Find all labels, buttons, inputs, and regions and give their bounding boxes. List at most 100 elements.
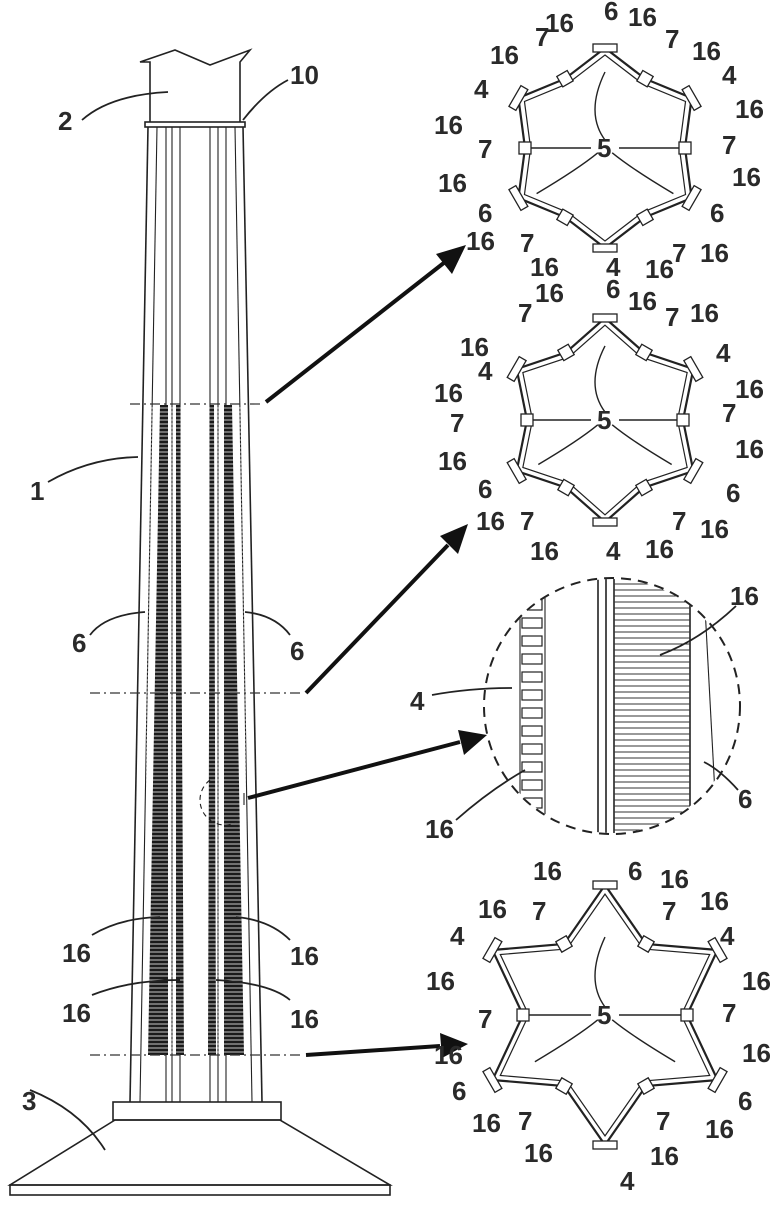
detail-circle-small (199, 779, 241, 826)
section-top-label-10: 16 (735, 94, 764, 124)
section-middle-connector-bracket (676, 413, 690, 427)
top-cap (144, 121, 246, 128)
section-middle-connector-bracket (556, 478, 576, 497)
tower-outer-right (242, 126, 263, 1103)
section-top-label-1: 16 (545, 8, 574, 38)
section-middle-fin-plate (506, 355, 528, 383)
section-middle-fin-plate (592, 517, 618, 527)
section-middle-label-20: 16 (700, 514, 729, 544)
section-top-connector-bracket (555, 69, 575, 88)
leader-lines (29, 79, 739, 1151)
label-16-d: 16 (290, 1004, 319, 1034)
section-top-label-14: 16 (732, 162, 761, 192)
section-bottom-label-3: 16 (478, 894, 507, 924)
cross-sections: 555 (482, 43, 728, 1150)
section-middle-label-5: 16 (690, 298, 719, 328)
section-top-label-12: 7 (722, 130, 736, 160)
section-bottom-label-19: 7 (656, 1106, 670, 1136)
section-bottom-label-4: 7 (532, 896, 546, 926)
section-middle-label-21: 16 (530, 536, 559, 566)
detail-outer-wall (702, 579, 719, 833)
section-top-label-22: 16 (645, 254, 674, 284)
section-middle-label-2: 16 (535, 278, 564, 308)
section-middle-fin-plate (682, 355, 704, 383)
section-bottom-label-1: 6 (628, 856, 642, 886)
section-middle-label-0: 6 (606, 274, 620, 304)
section-bottom-fin-plate (482, 936, 503, 964)
section-middle-label-3: 16 (628, 286, 657, 316)
section-top-label-20: 16 (530, 252, 559, 282)
section-bottom-label-5: 7 (662, 896, 676, 926)
section-top-fin-plate (508, 184, 529, 212)
tower-inner-right-1 (234, 126, 253, 1103)
base-plate (7, 1119, 393, 1186)
leader-2 (81, 91, 169, 121)
arrow-head-detail (458, 730, 487, 755)
tower (7, 48, 393, 1196)
label-6-left: 6 (72, 628, 86, 658)
section-bottom-fin-plate (592, 880, 618, 890)
label-3: 3 (22, 1086, 36, 1116)
section-top-label-13: 16 (438, 168, 467, 198)
section-middle-label-16: 6 (726, 478, 740, 508)
section-bottom-label-21: 16 (524, 1138, 553, 1168)
section-bottom-fin-plate (482, 1066, 503, 1094)
section-top-label-5: 5 (597, 133, 611, 163)
section-middle-label-6: 16 (460, 332, 489, 362)
tower-inner-left-1 (139, 126, 158, 1103)
section-top-label-16: 6 (710, 198, 724, 228)
label-1: 1 (30, 476, 44, 506)
section-bottom-center-leader (534, 1019, 599, 1063)
section-top-fin-plate (681, 84, 702, 112)
detail-circle-large (483, 577, 741, 835)
leader-16-a (91, 916, 161, 936)
section-top-center-leader (594, 71, 606, 141)
section-bottom-fin-plate (707, 1066, 728, 1094)
fin-hatch-right-outer (224, 405, 244, 1055)
label-2: 2 (58, 106, 72, 136)
section-bottom-fin-plate (707, 936, 728, 964)
section-middle-label-8: 4 (478, 356, 493, 386)
detail-tooth (521, 815, 543, 827)
section-middle-fin-plate (592, 313, 618, 323)
label-detail-16-top: 16 (730, 581, 759, 611)
section-top-label-18: 7 (520, 228, 534, 258)
section-top-label-17: 16 (466, 226, 495, 256)
section-middle-label-23: 16 (645, 534, 674, 564)
fin-hatch-left-inner (176, 405, 184, 1055)
label-detail-4: 4 (410, 686, 425, 716)
section-middle-connector-bracket (520, 413, 534, 427)
section-top-label-4: 7 (665, 24, 679, 54)
detail-tooth (521, 743, 543, 755)
section-bottom-label-10: 16 (742, 966, 771, 996)
section-bottom-connector-bracket (636, 1076, 656, 1096)
section-top-label-0: 6 (604, 0, 618, 26)
section-top-label-15: 6 (478, 198, 492, 228)
section-middle-label-19: 7 (672, 506, 686, 536)
section-top-label-3: 7 (535, 22, 549, 52)
section-bottom-center-leader (611, 1019, 676, 1063)
section-middle-label-4: 7 (665, 302, 679, 332)
detail-tooth (521, 617, 543, 629)
base-bottom-rim (9, 1184, 391, 1196)
section-bottom-section: 5 (482, 880, 728, 1150)
arrow-head-top (436, 245, 466, 274)
label-16-b: 16 (290, 941, 319, 971)
section-top-label-6: 16 (692, 36, 721, 66)
section-bottom-label-15: 6 (452, 1076, 466, 1106)
arrow-to-section-top (264, 260, 447, 404)
upper-section (139, 48, 253, 122)
section-middle-label-9: 16 (434, 378, 463, 408)
label-10: 10 (290, 60, 319, 90)
section-middle-center-leader (611, 424, 673, 466)
section-bottom-label-7: 4 (450, 921, 465, 951)
leader-3 (29, 1089, 106, 1151)
section-top-connector-bracket (555, 208, 575, 227)
section-top-connector-bracket (635, 69, 655, 88)
detail-fin-lines (614, 583, 690, 831)
section-bottom-label-14: 16 (742, 1038, 771, 1068)
arrow-head-middle (440, 524, 468, 554)
section-bottom-label-9: 16 (426, 966, 455, 996)
